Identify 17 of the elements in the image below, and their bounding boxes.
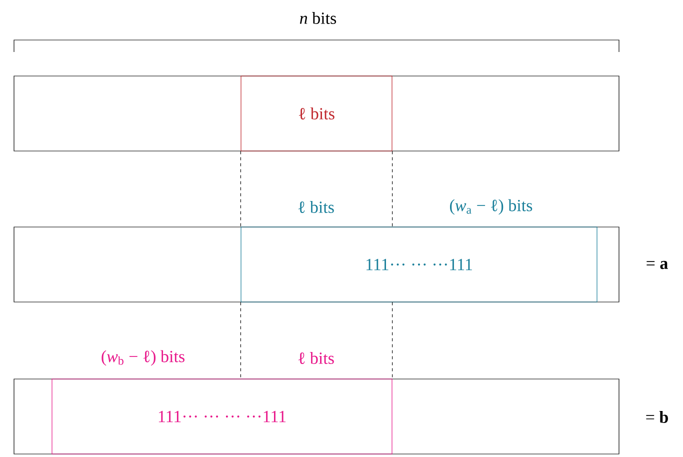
bit-field-box: 111··· ··· ···111 <box>240 226 598 302</box>
bit-count-label: (w$_{a}$ − ℓ) bits <box>450 199 532 215</box>
register-box <box>14 76 620 152</box>
register-box <box>14 226 620 302</box>
bit-count-label: ℓ bits <box>298 201 334 213</box>
guide-line <box>240 151 241 227</box>
bit-field-box: ℓ bits <box>240 76 392 152</box>
bit-count-label: = b <box>646 411 668 423</box>
guide-line <box>240 302 241 379</box>
bit-count-label: = a <box>646 260 668 270</box>
dimension-label: n bits <box>300 12 336 24</box>
bit-count-label: ℓ bits <box>298 352 334 364</box>
register-box <box>14 378 620 454</box>
guide-line <box>392 302 393 379</box>
bit-field-box: 111··· ··· ··· ···111 <box>52 378 392 454</box>
bit-count-label: (w$_{b}$ − ℓ) bits <box>102 350 184 366</box>
guide-line <box>392 151 393 227</box>
